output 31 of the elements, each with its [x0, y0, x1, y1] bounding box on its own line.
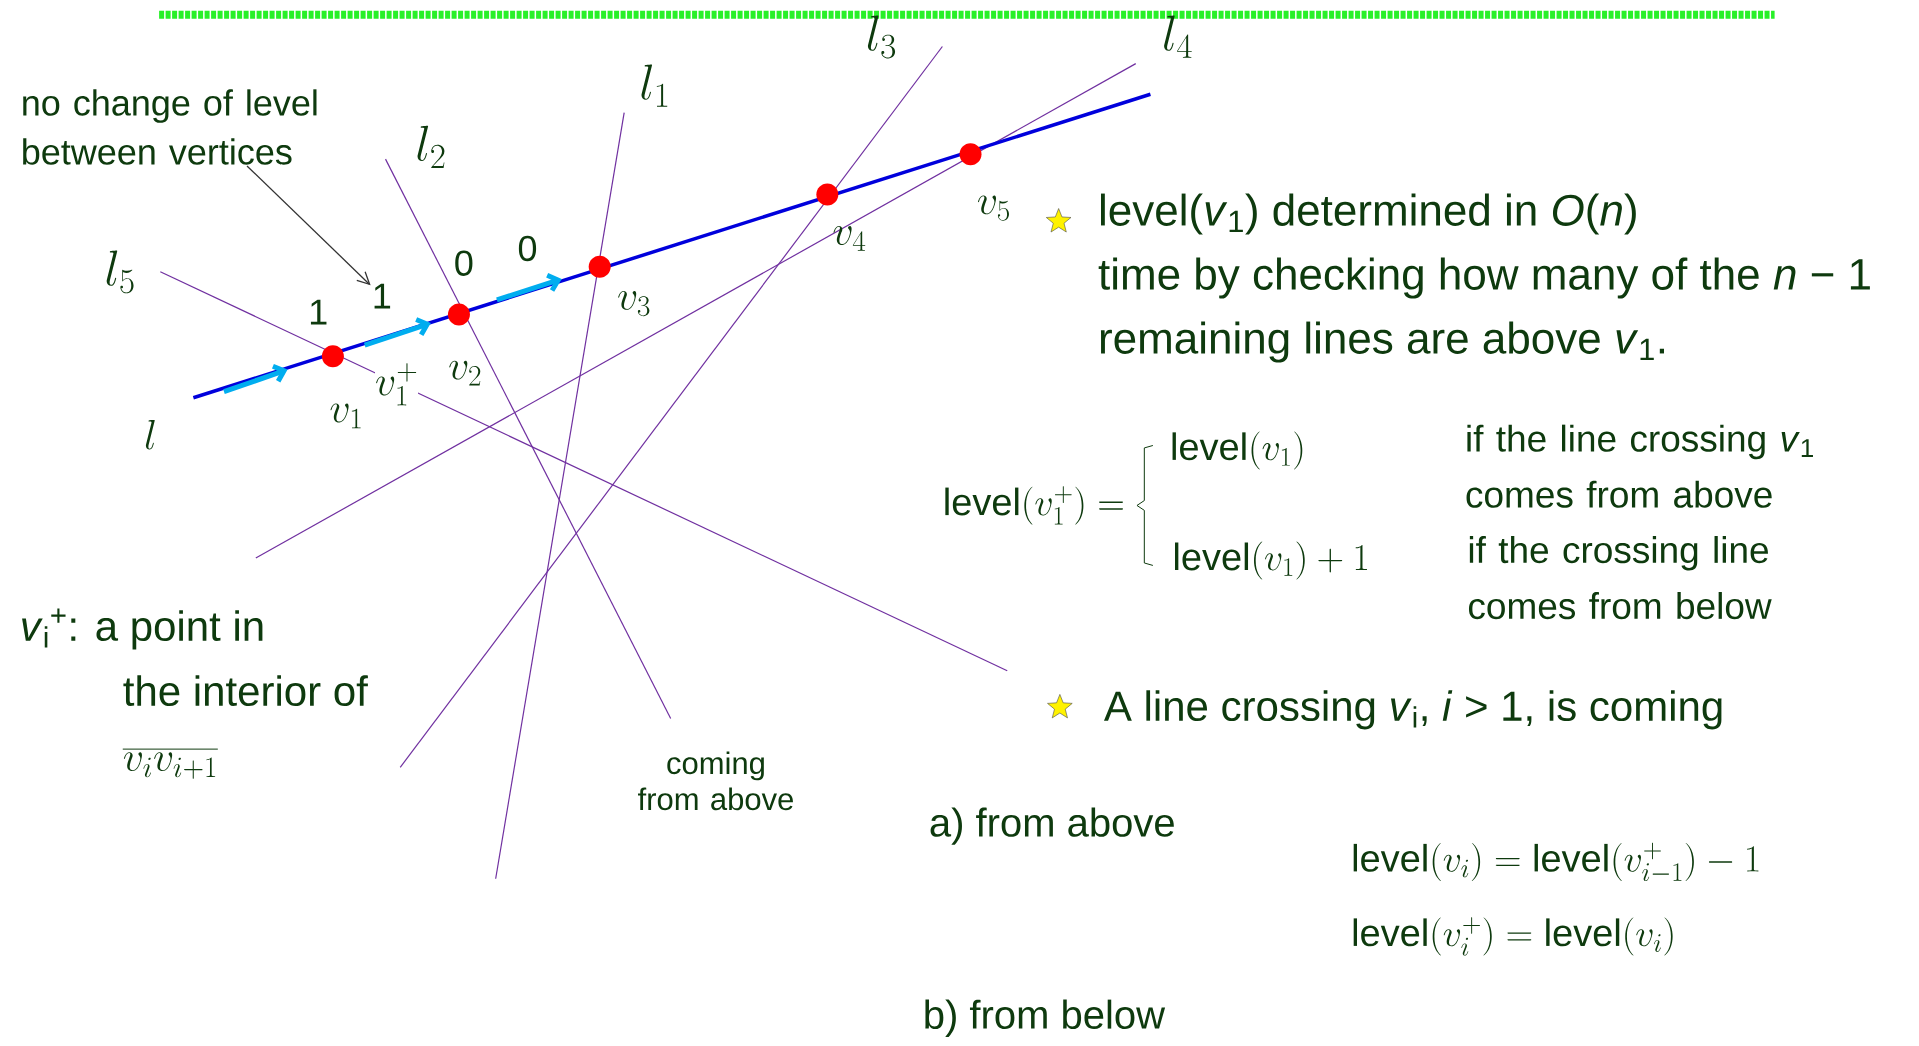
case-heading: a) from above [930, 807, 1174, 845]
case-heading: b) from below [925, 999, 1166, 1037]
level-number: 1 [374, 283, 391, 309]
level-number: 0 [455, 250, 473, 276]
bullet-text: level(v$_{1}$) determined in O(n) time by checking how many of the n − 1 remaining lines are above v$_{1}$. [1098, 193, 1870, 363]
formula: $\text{level}(v_i)=\text{level}(v_{i-1}^+)-1$ [1353, 842, 1759, 881]
level-number: 0 [518, 235, 537, 261]
formula: $\text{level}(v_1^+)=$ [945, 486, 1123, 525]
bullet-text: A line crossing v$_{i}$, i > 1, is coming [1104, 690, 1722, 730]
formula: $\text{level}(v_1)$ [1172, 431, 1303, 470]
vertex-name: $v_3$ [618, 290, 650, 316]
vertex-name: $v_1$ [330, 403, 361, 429]
note-text: v$_{i}$$^{+}$: a point in the interior of [22, 608, 368, 706]
line-name: $l$ [145, 419, 155, 450]
vertex-name: $v_2$ [449, 360, 481, 386]
formula: $\text{level}(v_i^+)=\text{level}(v_i)$ [1353, 916, 1673, 956]
line-name: $l_1$ [641, 64, 668, 107]
line-name: $l_3$ [867, 15, 896, 59]
condition-text: if the crossing line comes from below [1468, 535, 1772, 619]
annotation-text: no change of level between vertices [23, 89, 317, 165]
formula: $\overline{v_i v_{i+1}}$ [122, 748, 218, 779]
line-name: $l_2$ [417, 125, 445, 168]
leader-arrow [246, 165, 371, 286]
line-caption: coming from above [638, 751, 793, 810]
line-name: $l_5$ [106, 250, 134, 294]
vertex-name: $v_1^+$ [375, 363, 419, 406]
formula: $\text{level}(v_1)+1$ [1175, 541, 1367, 580]
vertex-name: $v_5$ [978, 195, 1009, 221]
vertex-name: $v_4$ [833, 225, 866, 251]
line-name: $l_4$ [1164, 15, 1192, 58]
level-number: 1 [310, 299, 327, 325]
